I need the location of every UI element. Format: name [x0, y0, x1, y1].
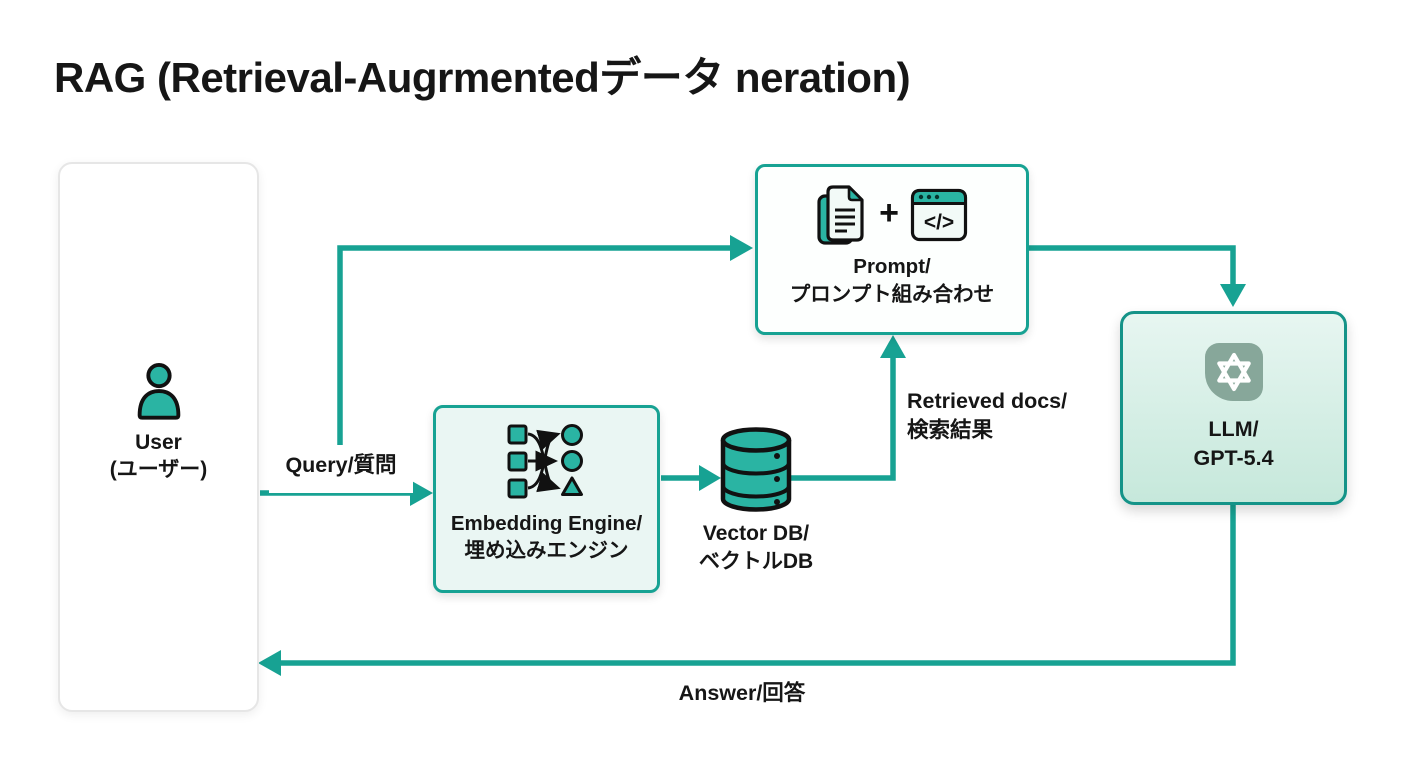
retrieved-docs-edge-label: Retrieved docs/ 検索結果	[907, 387, 1067, 444]
openai-knot-icon	[1216, 352, 1251, 392]
vectordb-label: Vector DB/ ベクトルDB	[666, 520, 846, 576]
prompt-label-ja: プロンプト組み合わせ	[789, 283, 995, 306]
embedding-label-en: Embedding Engine/	[450, 512, 643, 535]
query-arrow	[260, 480, 433, 506]
code-window-icon: </>	[910, 188, 968, 242]
llm-to-user-answer-arrow	[258, 504, 1236, 676]
embedding-network-icon	[507, 424, 583, 499]
plus-icon: +	[879, 194, 899, 232]
answer-edge-label: Answer/回答	[678, 681, 806, 705]
database-cylinder-icon	[720, 427, 792, 512]
query-branch-to-prompt-arrow	[337, 235, 753, 490]
vectordb-to-prompt-arrow	[787, 335, 906, 481]
llm-node: LLM/ GPT-5.4	[1120, 311, 1347, 505]
llm-label-en: LLM/	[1208, 417, 1259, 441]
user-label-en: User	[135, 431, 182, 454]
documents-icon	[817, 185, 864, 245]
openai-logo	[1204, 343, 1263, 401]
embedding-label-ja: 埋め込みエンジン	[464, 539, 629, 562]
code-glyph: </>	[924, 211, 954, 234]
prompt-to-llm-arrow	[1029, 245, 1246, 307]
retrieved-docs-label-ja: 検索結果	[907, 417, 994, 442]
embedding-engine-node: Embedding Engine/ 埋め込みエンジン	[433, 405, 660, 593]
vectordb-label-en: Vector DB/	[702, 522, 810, 545]
user-label-ja: (ユーザー)	[109, 458, 208, 481]
prompt-label-en: Prompt/	[853, 255, 931, 278]
vectordb-label-ja: ベクトルDB	[698, 550, 814, 573]
query-edge-label: Query/質問	[269, 445, 413, 493]
prompt-node: + </> Prompt/ プロンプト組み合わせ	[755, 164, 1029, 335]
prompt-icon-row: + </>	[816, 184, 968, 246]
retrieved-docs-label-en: Retrieved docs/	[907, 389, 1068, 413]
page-title: RAG (Retrieval-Augrmentedデータ neration)	[54, 54, 911, 101]
user-node: User (ユーザー)	[58, 162, 259, 712]
embedding-to-vectordb-arrow	[661, 465, 721, 491]
person-icon	[137, 362, 180, 420]
llm-label-ja: GPT-5.4	[1193, 446, 1274, 470]
